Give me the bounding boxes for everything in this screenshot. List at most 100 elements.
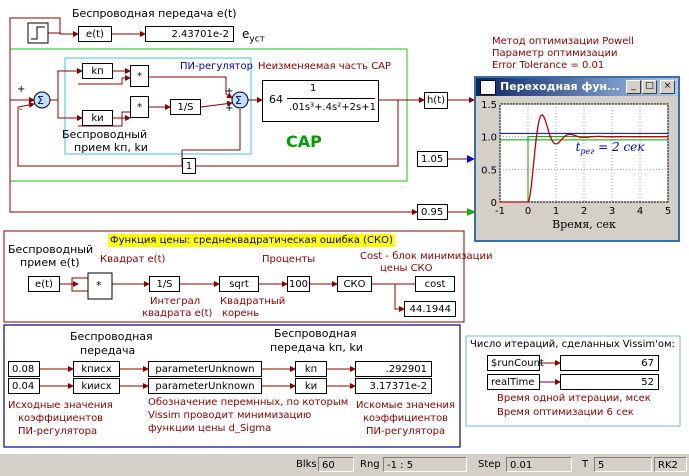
const-095-block[interactable]: 0.95 (417, 204, 448, 220)
svg-text:Σ: Σ (235, 94, 242, 107)
plot-titlebar[interactable]: Переходная фун... _ □ × (476, 78, 678, 96)
x-tick-label: 2 (581, 206, 587, 217)
sqrt-label-1: Квадратный (220, 296, 286, 307)
plant-title: Неизменяемая часть САР (258, 61, 392, 72)
ki-block[interactable]: kи (82, 110, 113, 126)
integral-label-2: квадрата e(t) (142, 308, 213, 319)
sko-block[interactable]: СКО (337, 276, 372, 292)
params-tx-label-1: Беспроводная (70, 330, 153, 343)
ki-result-display[interactable]: 3.17371e-2 (355, 378, 432, 394)
wireless-tx-label: Беспроводная передача e(t) (72, 7, 237, 20)
sqrt-label-2: корень (222, 308, 260, 319)
init-ki-input[interactable]: 0.04 (8, 378, 40, 394)
param-unknown-block-2[interactable]: parameterUnknown (148, 378, 262, 394)
param-unknown-block-1[interactable]: parameterUnknown (148, 361, 262, 377)
e-ust-sub: уст (249, 34, 265, 45)
params-tx-label-2: передача (80, 344, 136, 357)
percent-label: Проценты (262, 254, 316, 265)
integral-label-1: Интеграл (150, 296, 201, 307)
method-line-3: Error Tolerance = 0.01 (492, 60, 605, 71)
tf-denominator: .01s³+.4s²+2s+1 (289, 102, 376, 113)
kp-rx-block[interactable]: kп (295, 361, 327, 377)
x-tick-label: 4 (637, 206, 643, 217)
const-105-block[interactable]: 1.05 (417, 151, 448, 167)
e-ust-label: eуст (242, 27, 265, 45)
sum2-plus-2: + (225, 103, 234, 114)
run-count-display[interactable]: 67 (560, 355, 659, 371)
et-value-display[interactable]: 2.43701e-2 (145, 26, 234, 42)
sar-label: САР (286, 132, 322, 151)
plot-window-icon (480, 80, 496, 95)
minimize-button[interactable]: _ (626, 80, 641, 94)
feedback-const-block[interactable]: 1 (182, 158, 196, 174)
kp-initial-tx-block[interactable]: kписх (73, 361, 120, 377)
cost-rx-label-1: Беспроводный (8, 243, 94, 256)
result-label-1: Искомые значения (356, 400, 456, 411)
init-label-1: Исходные значения (8, 400, 113, 411)
params-rx-label-1: Беспроводная (274, 327, 357, 340)
cost-block[interactable]: cost (415, 276, 455, 292)
maximize-button[interactable]: □ (642, 80, 657, 94)
cost-integrator-block[interactable]: 1/S (149, 276, 180, 292)
run-count-block[interactable]: $runCount (487, 355, 544, 371)
iter-frame (465, 335, 681, 427)
init-kp-input[interactable]: 0.08 (8, 361, 40, 377)
rx-kp-ki-label-1: Беспроводный (62, 128, 148, 141)
sum-junction-2: Σ (231, 91, 249, 109)
x-tick-label: 3 (609, 206, 615, 217)
tf-numerator: 1 (310, 83, 317, 94)
params-frame (3, 324, 461, 448)
status-bar: Blks 60 Rng -1 : 5 Step 0.01 T 5 RK2 (0, 453, 689, 476)
rk-field: RK2 (654, 457, 687, 472)
svg-text:Σ: Σ (37, 94, 44, 107)
rng-field: -1 : 5 (383, 457, 467, 472)
y-tick-label: 0.5 (481, 165, 497, 176)
cost-value-display[interactable]: 44.1944 (404, 301, 456, 317)
step-source-block (27, 22, 49, 44)
close-button[interactable]: × (660, 80, 675, 94)
vars-label-3: функции цены d_Sigma (148, 423, 272, 434)
sum2-plus-1: + (225, 86, 234, 97)
real-time-block[interactable]: realTime (487, 374, 540, 390)
et-block[interactable]: e(t) (78, 26, 112, 42)
vars-label-2: Vissim проводит минимизацию (148, 410, 312, 421)
x-tick-label: 5 (665, 206, 671, 217)
integrator-block[interactable]: 1/S (170, 99, 201, 115)
mult-block-2[interactable]: * (130, 96, 149, 118)
x-tick-label: -1 (495, 206, 505, 217)
ki-rx-block[interactable]: kи (295, 378, 327, 394)
y-tick-label: 0 (491, 198, 497, 209)
sqrt-block[interactable]: sqrt (219, 276, 259, 292)
sum1-minus: - (19, 104, 23, 115)
t-label: T (582, 459, 589, 470)
t-field: 5 (594, 457, 652, 472)
transfer-function-block[interactable]: 64 1 .01s³+.4s²+2s+1 (262, 80, 379, 122)
tf-gain: 64 (269, 93, 283, 106)
rng-label: Rng (360, 459, 380, 470)
kp-block[interactable]: kп (82, 63, 113, 79)
mult-block-1[interactable]: * (130, 65, 149, 87)
method-line-2: Параметр оптимизации (492, 48, 618, 59)
y-tick-label: 1.5 (481, 100, 497, 111)
pi-title: ПИ-регулятор (180, 61, 253, 72)
sum-junction-1: Σ (33, 91, 51, 109)
step-field: 0.01 (506, 457, 572, 472)
cost-mult-symbol: * (96, 279, 102, 292)
cost-frame (3, 230, 465, 323)
real-time-display[interactable]: 52 (560, 374, 659, 390)
settling-time-annotation: tрег = 2 сек (576, 140, 646, 156)
cost-title: Функция цены: среднеквадратическая ошибк… (108, 234, 395, 247)
kp-result-display[interactable]: .292901 (355, 361, 432, 377)
x-tick-label: 0 (525, 206, 531, 217)
plot-title: Переходная фун... (500, 80, 620, 93)
ht-block[interactable]: h(t) (424, 92, 448, 109)
y-tick-label: 1.0 (481, 133, 497, 144)
blks-field: 60 (318, 457, 354, 472)
hundred-block[interactable]: 100 (287, 276, 310, 292)
ki-initial-tx-block[interactable]: kиисх (73, 378, 120, 394)
iter-line-2: Время оптимизации 6 сек (497, 407, 634, 418)
cost-et-block[interactable]: e(t) (28, 276, 60, 292)
result-label-3: ПИ-регулятора (366, 426, 446, 437)
